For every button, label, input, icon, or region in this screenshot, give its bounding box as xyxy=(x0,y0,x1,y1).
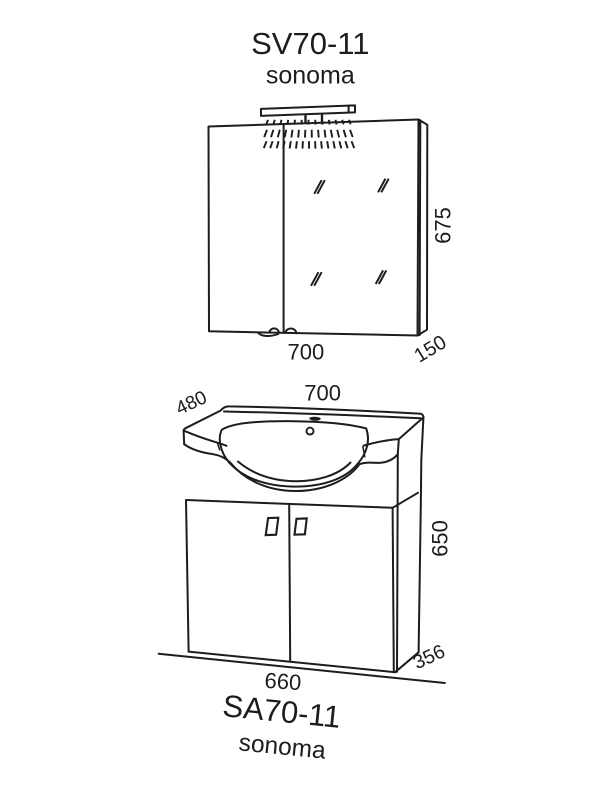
svg-text:700: 700 xyxy=(288,339,325,364)
svg-text:675: 675 xyxy=(431,207,456,244)
svg-text:650: 650 xyxy=(427,520,452,557)
svg-text:SV70-11: SV70-11 xyxy=(251,26,369,61)
svg-text:700: 700 xyxy=(304,381,341,406)
svg-text:sonoma: sonoma xyxy=(266,61,355,89)
svg-text:660: 660 xyxy=(264,668,302,696)
